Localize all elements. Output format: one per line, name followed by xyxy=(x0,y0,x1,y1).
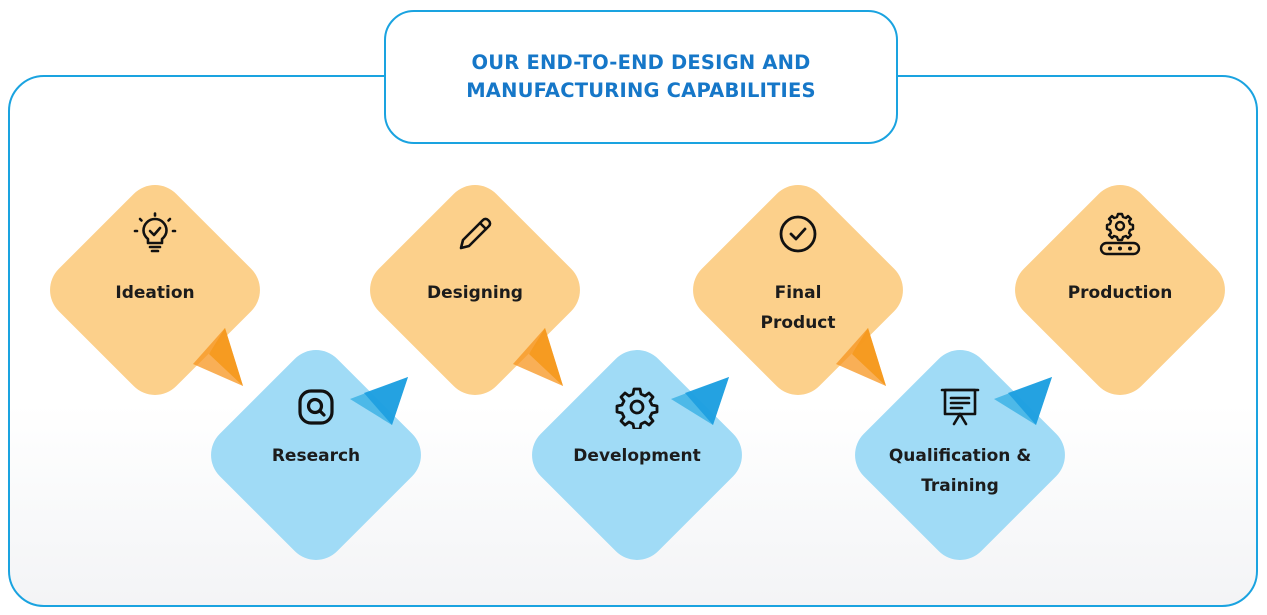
search-icon xyxy=(294,385,338,429)
presentation-board-icon xyxy=(938,385,982,429)
step-label: Qualification &Training xyxy=(888,446,1032,496)
step-label: Research xyxy=(271,446,361,466)
title-box: OUR END-TO-END DESIGN AND MANUFACTURING … xyxy=(384,10,898,144)
flow-arrow-icon xyxy=(990,369,1060,439)
step-ideation: Ideation xyxy=(35,170,275,410)
check-circle-icon xyxy=(776,212,820,256)
gear-icon xyxy=(615,385,659,431)
title-line-1: OUR END-TO-END DESIGN AND xyxy=(471,51,811,74)
flow-arrow-icon xyxy=(507,320,577,390)
pencil-icon xyxy=(453,212,497,256)
flow-arrow-icon xyxy=(667,369,737,439)
flow-arrow-icon xyxy=(346,369,416,439)
step-qualification-training: Qualification &Training xyxy=(840,335,1080,575)
step-label: Development xyxy=(573,446,701,466)
flow-arrow-icon xyxy=(187,320,257,390)
gear-conveyor-icon xyxy=(1098,212,1142,256)
step-production: Production xyxy=(1000,170,1240,410)
step-label: Designing xyxy=(427,283,523,303)
step-development: Development xyxy=(517,335,757,575)
step-label: Production xyxy=(1067,283,1173,303)
step-designing: Designing xyxy=(355,170,595,410)
title-line-2: MANUFACTURING CAPABILITIES xyxy=(466,79,816,102)
lightbulb-check-icon xyxy=(133,212,177,256)
flow-arrow-icon xyxy=(830,320,900,390)
step-label: Ideation xyxy=(115,283,195,303)
step-research: Research xyxy=(196,335,436,575)
